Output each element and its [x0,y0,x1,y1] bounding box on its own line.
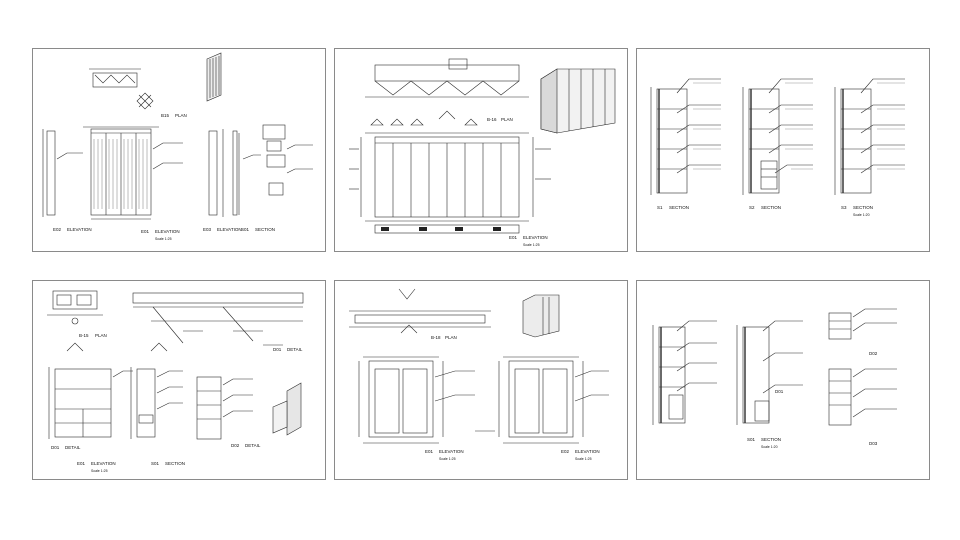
sheet-4-det-b-tag: D02 [231,443,240,448]
sheet-4-det-c-tag: D01 [273,347,282,352]
sheet-4-sect-tag: S01 [151,461,160,466]
sheet-1-sect-word: SECTION [255,227,275,232]
sheet-6-sect-word: SECTION [761,437,781,442]
sheet-4-elev-word: ELEVATION [91,461,116,466]
sheet-5-elev-b-tag: E02 [561,449,570,454]
sheet-1-plan-word: PLAN [175,113,187,118]
sheet-4-elev-tag: E01 [77,461,86,466]
sheet-4-drawing: B-15 PLAN D01 DETAIL E01 ELEVATION Scale… [47,290,304,473]
sheet-4-plan-tag: B-15 [79,333,89,338]
sheet-6-det-a-tag: D01 [775,389,784,394]
sheet-3-s3-tag: S3 [841,205,847,210]
drawing-sheet-2: B-16 PLAN E01 ELEVATION Scale 1:25 [334,48,628,252]
sheet-6-det-c-tag: D03 [869,441,878,446]
drawing-sheet-3: S1 SECTION S2 SECTION S3 SECTION Scale 1… [636,48,930,252]
sheet-2-scale: Scale 1:25 [523,243,540,247]
sheet-2-drawing: B-16 PLAN E01 ELEVATION Scale 1:25 [349,58,616,247]
drawing-sheet-1: B15 PLAN E02 ELEVATION E01 ELEVATION E03… [32,48,326,252]
sheet-5-elev-a-word: ELEVATION [439,449,464,454]
sheet-4-plan-word: PLAN [95,333,107,338]
sheet-1-drawing: B15 PLAN E02 ELEVATION E01 ELEVATION E03… [42,52,313,241]
sheet-1-elev-c-tag: E03 [203,227,212,232]
sheet-2-elev-word: ELEVATION [523,235,548,240]
drawing-sheet-6: S01 SECTION Scale 1:20 D01 D02 D03 [636,280,930,480]
sheet-6-sect-tag: S01 [747,437,756,442]
sheet-3-s3-word: SECTION [853,205,873,210]
sheet-5-scale-b: Scale 1:25 [575,457,592,461]
sheet-4-det-c-word: DETAIL [287,347,303,352]
drawing-sheet-5: B-18 PLAN E01 ELEVATION Scale 1:25 E02 E… [334,280,628,480]
sheet-5-drawing: B-18 PLAN E01 ELEVATION Scale 1:25 E02 E… [349,288,609,461]
sheet-1-scale: Scale 1:25 [155,237,172,241]
sheet-5-plan-tag: B-18 [431,335,441,340]
sheet-3-s2-tag: S2 [749,205,755,210]
sheet-1-elev-c-word: ELEVATION [217,227,242,232]
sheet-5-plan-word: PLAN [445,335,457,340]
sheet-6-det-b-tag: D02 [869,351,878,356]
sheet-4-sect-word: SECTION [165,461,185,466]
sheet-2-plan-tag: B-16 [487,117,497,122]
sheet-1-elev-b-word: ELEVATION [155,229,180,234]
sheet-3-drawing: S1 SECTION S2 SECTION S3 SECTION Scale 1… [650,78,905,217]
sheet-5-scale-a: Scale 1:25 [439,457,456,461]
sheet-3-s1-tag: S1 [657,205,663,210]
sheet-1-elev-a-tag: E02 [53,227,62,232]
sheet-1-plan-tag: B15 [161,113,170,118]
sheet-6-scale: Scale 1:20 [761,445,778,449]
sheet-2-plan-word: PLAN [501,117,513,122]
sheet-1-elev-b-tag: E01 [141,229,150,234]
sheet-2-elev-tag: E01 [509,235,518,240]
sheet-1-sect-tag: S01 [241,227,250,232]
sheet-3-scale: Scale 1:20 [853,213,870,217]
drawing-sheet-4: B-15 PLAN D01 DETAIL E01 ELEVATION Scale… [32,280,326,480]
sheet-4-det-b-word: DETAIL [245,443,261,448]
sheet-4-det-a-tag: D01 [51,445,60,450]
sheet-3-s1-word: SECTION [669,205,689,210]
sheet-1-elev-a-word: ELEVATION [67,227,92,232]
sheet-5-elev-b-word: ELEVATION [575,449,600,454]
sheet-5-elev-a-tag: E01 [425,449,434,454]
sheet-4-scale: Scale 1:25 [91,469,108,473]
sheet-3-s2-word: SECTION [761,205,781,210]
sheet-4-det-a-word: DETAIL [65,445,81,450]
sheet-6-drawing: S01 SECTION Scale 1:20 D01 D02 D03 [652,308,897,449]
